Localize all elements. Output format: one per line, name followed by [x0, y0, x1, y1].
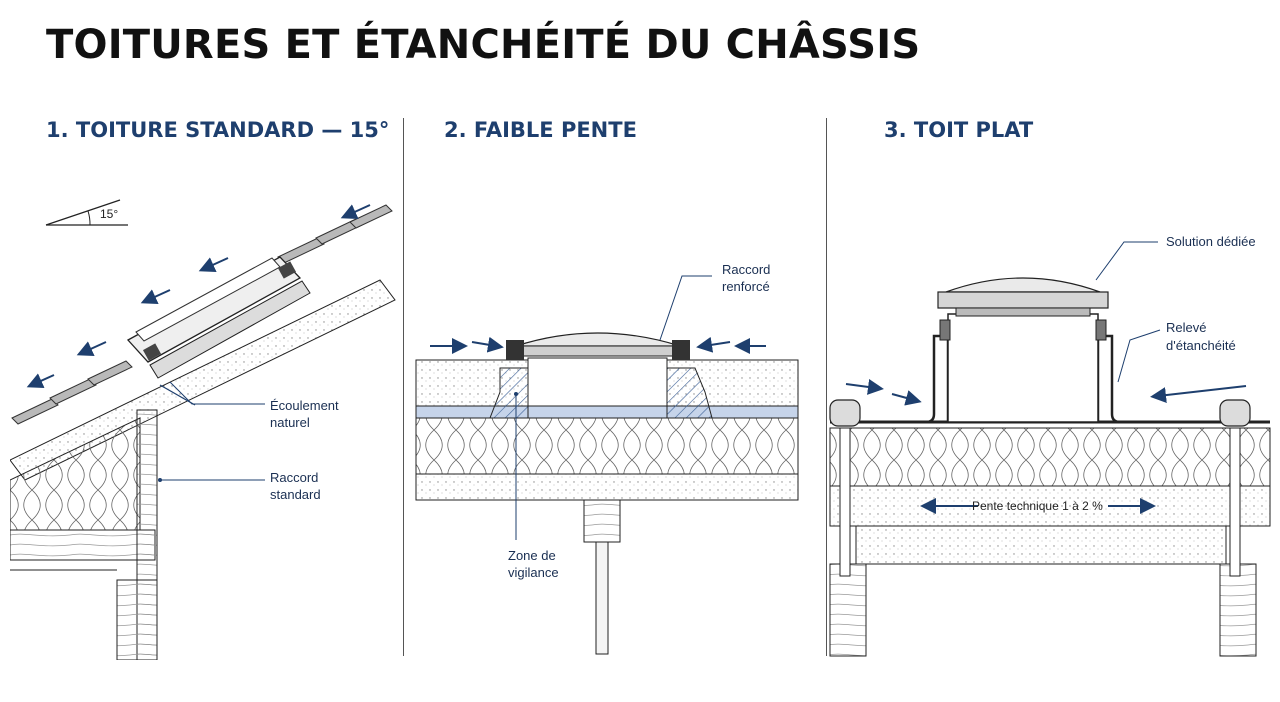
standard-roof-diagram: 15° Écoulement naturel Raccord standard — [10, 199, 396, 660]
roof-window — [126, 256, 311, 406]
panel-divider — [826, 118, 827, 656]
screed-layer — [829, 485, 1271, 527]
left-wall — [829, 563, 867, 657]
ceiling-beam — [10, 529, 156, 561]
right-roof-drain — [1219, 399, 1251, 427]
label-dedicated-solution: Solution dédiée — [1166, 234, 1256, 249]
label-natural-flow-2: naturel — [270, 415, 310, 430]
deck-layer — [415, 473, 799, 501]
wall-block — [116, 579, 158, 660]
label-reinforced-joint-2: renforcé — [722, 279, 770, 294]
right-drain-pipe — [1229, 427, 1241, 577]
vigilance-zone-right — [666, 367, 713, 419]
section-title-low-slope: 2. FAIBLE PENTE — [444, 118, 637, 142]
left-roof-drain — [829, 399, 861, 427]
panel-divider — [403, 118, 404, 656]
angle-label: 15° — [100, 207, 118, 221]
slab-layer — [855, 525, 1227, 565]
support-post — [595, 541, 609, 655]
roof-deck — [10, 279, 396, 481]
label-standard-joint-1: Raccord — [270, 470, 318, 485]
vigilance-zone-left — [489, 367, 529, 419]
upstand-curb — [860, 313, 1220, 424]
water-flow-arrows — [430, 336, 766, 354]
right-wall — [1219, 563, 1257, 657]
label-waterproof-upstand-2: d'étanchéité — [1166, 338, 1236, 353]
angle-indicator: 15° — [45, 199, 128, 226]
support-beam — [583, 499, 621, 543]
left-drain-pipe — [839, 427, 851, 577]
flat-roof-diagram: Pente technique 1 à 2 % Solution dédiée … — [829, 234, 1271, 657]
skylight-dome — [506, 332, 690, 360]
label-vigilance-zone-1: Zone de — [508, 548, 556, 563]
label-standard-joint-2: standard — [270, 487, 321, 502]
label-technical-slope: Pente technique 1 à 2 % — [972, 499, 1103, 513]
insulation-layer — [829, 427, 1271, 487]
page-title: TOITURES ET ÉTANCHÉITÉ DU CHÂSSIS — [46, 22, 921, 68]
label-vigilance-zone-2: vigilance — [508, 565, 559, 580]
section-title-flat-roof: 3. TOIT PLAT — [884, 118, 1034, 142]
water-flow-arrows — [26, 204, 371, 389]
water-flow-arrows — [845, 379, 1247, 514]
section-title-standard-roof: 1. TOITURE STANDARD — 15° — [46, 118, 390, 142]
label-waterproof-upstand-1: Relevé — [1166, 320, 1206, 335]
skylight-dome — [937, 277, 1109, 317]
label-reinforced-joint-1: Raccord — [722, 262, 770, 277]
label-natural-flow-1: Écoulement — [270, 398, 339, 413]
low-slope-diagram: Raccord renforcé Zone de vigilance — [415, 262, 799, 655]
roof-tiles — [11, 204, 393, 425]
membrane-layer — [415, 405, 799, 419]
insulation-layer — [415, 417, 799, 475]
